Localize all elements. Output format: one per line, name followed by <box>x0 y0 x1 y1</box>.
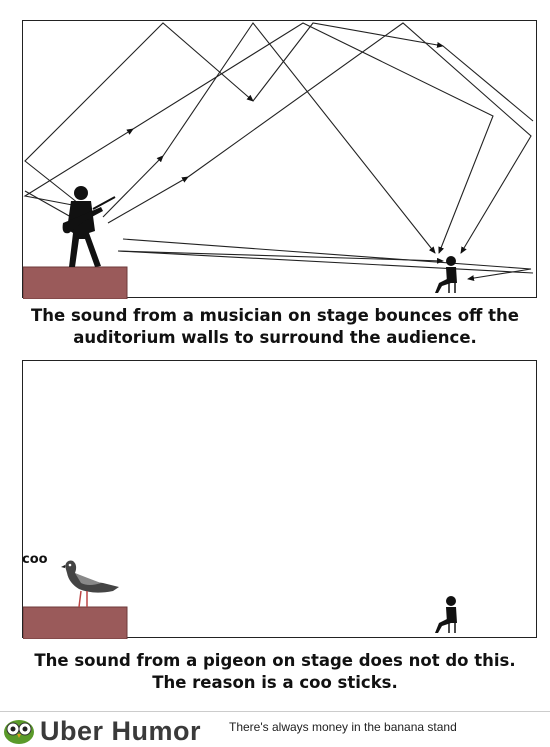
caption-line: The sound from a musician on stage bounc… <box>31 306 519 325</box>
caption-line: The sound from a pigeon on stage does no… <box>34 651 516 670</box>
footer-bar: Uber Humor There's always money in the b… <box>0 711 550 746</box>
sound-bounce-diagram <box>23 22 534 299</box>
caption-line: auditorium walls to surround the audienc… <box>73 328 477 347</box>
brand-tagline: There's always money in the banana stand <box>229 720 457 734</box>
owl-logo-icon[interactable] <box>2 715 36 745</box>
panel-pigeon <box>22 360 537 639</box>
stage-block <box>23 606 128 639</box>
caption-line: The reason is a coo sticks. <box>152 673 398 692</box>
stage-block <box>23 266 128 299</box>
audience-member-silhouette <box>435 596 457 633</box>
panel-musician <box>22 20 537 299</box>
pigeon-coo-text: coo <box>22 552 48 567</box>
pigeon-diagram <box>23 560 457 639</box>
musician-silhouette <box>62 186 116 267</box>
pigeon-silhouette <box>61 560 119 608</box>
caption-pigeon: The sound from a pigeon on stage does no… <box>0 650 550 694</box>
sound-paths <box>23 22 534 282</box>
brand-name[interactable]: Uber Humor <box>40 716 202 746</box>
audience-member-silhouette <box>435 256 457 293</box>
sound-path <box>24 22 254 208</box>
caption-musician: The sound from a musician on stage bounc… <box>0 305 550 349</box>
